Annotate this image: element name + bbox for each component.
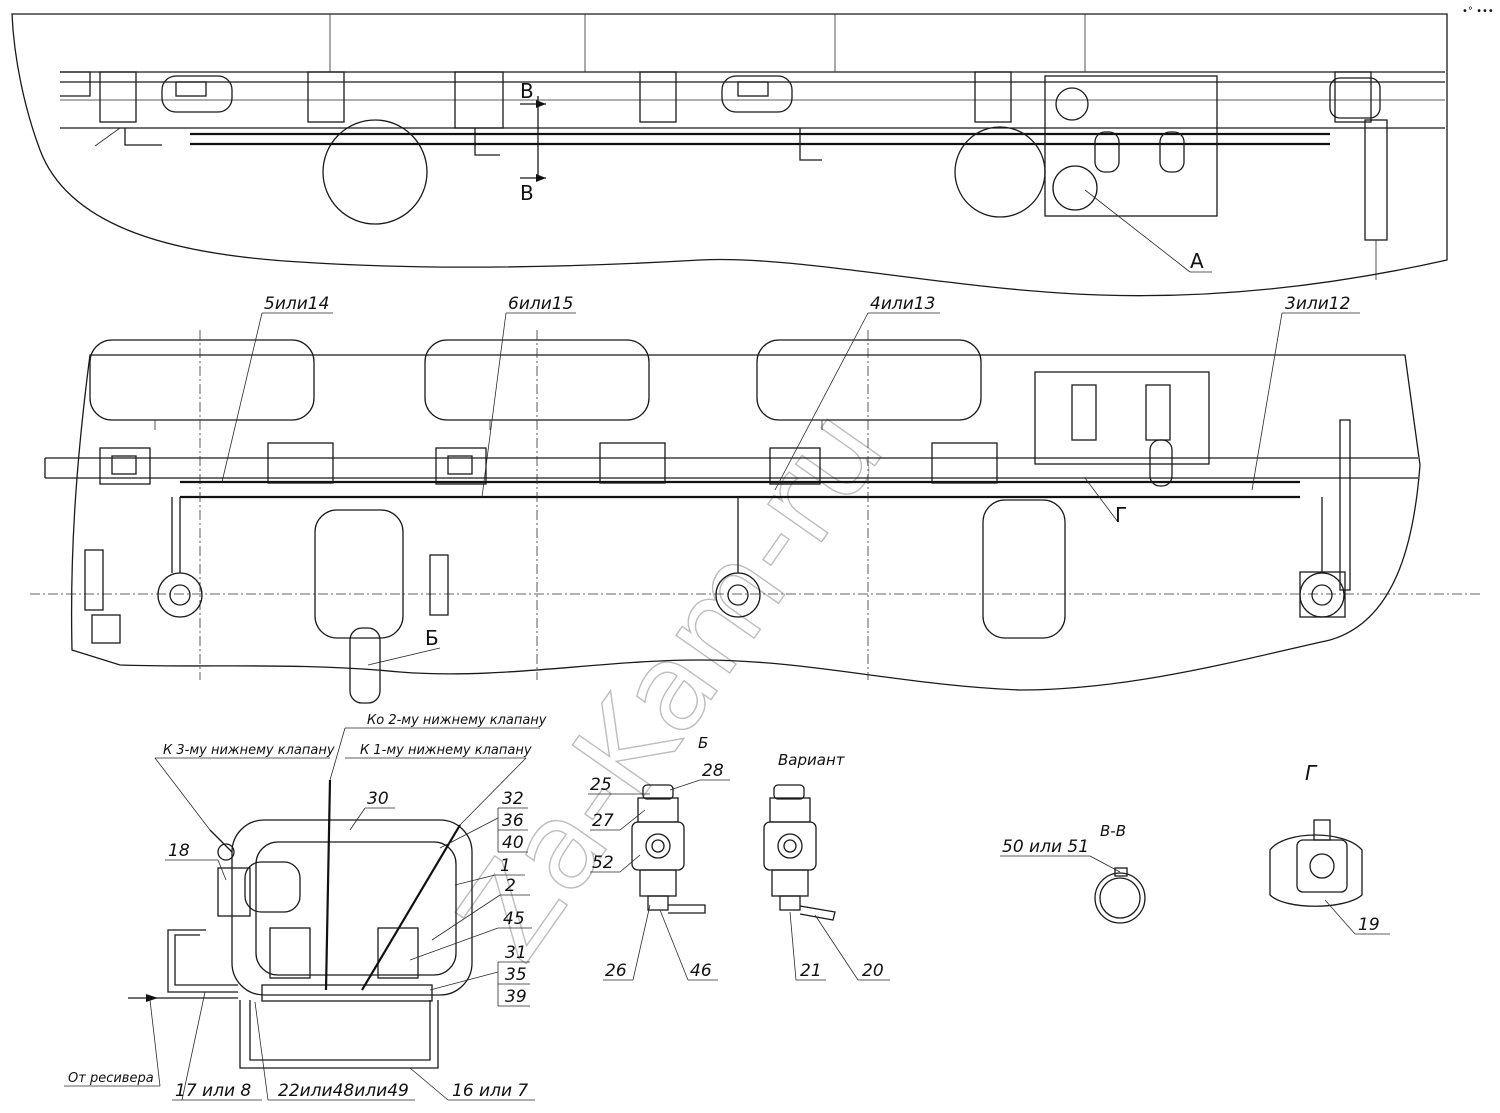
note-to-valve-3: К 3-му нижнему клапану bbox=[163, 743, 335, 758]
callout-5-14: 5или14 bbox=[264, 294, 329, 314]
detail-b-title: Б bbox=[698, 734, 708, 752]
note-to-valve-2: Ко 2-му нижнему клапану bbox=[367, 713, 547, 728]
callout-4-13: 4или13 bbox=[870, 294, 935, 314]
callout-39: 39 bbox=[505, 987, 527, 1007]
detail-b-drain-valve: Б 25 28 27 52 26 46 bbox=[588, 734, 730, 981]
callout-28: 28 bbox=[702, 761, 724, 781]
callout-32: 32 bbox=[502, 789, 524, 809]
detail-a-valve-block: К 3-му нижнему клапану Ко 2-му нижнему к… bbox=[64, 713, 547, 1101]
callout-36: 36 bbox=[502, 811, 524, 831]
section-mark-upper: В bbox=[520, 79, 534, 103]
callout-16-7: 16 или 7 bbox=[452, 1081, 528, 1101]
callout-20: 20 bbox=[862, 961, 884, 981]
callout-40: 40 bbox=[502, 833, 524, 853]
callout-19: 19 bbox=[1358, 915, 1380, 935]
callout-6-15: 6или15 bbox=[508, 294, 573, 314]
frame-plan-view: 5или14 6или15 4или13 3или12 Б Г bbox=[30, 294, 1480, 704]
callout-25: 25 bbox=[590, 775, 612, 795]
view-label-a: А bbox=[1190, 249, 1204, 273]
callout-21: 21 bbox=[800, 961, 822, 981]
callout-26: 26 bbox=[605, 961, 627, 981]
note-from-receiver: От ресивера bbox=[68, 1071, 154, 1086]
callout-50-51: 50 или 51 bbox=[1002, 837, 1089, 857]
variant-title: Вариант bbox=[778, 751, 846, 769]
detail-section-vv: В-В 50 или 51 bbox=[1000, 822, 1146, 924]
detail-g-title: Г bbox=[1305, 761, 1318, 785]
callout-27: 27 bbox=[592, 811, 614, 831]
callout-35: 35 bbox=[505, 965, 527, 985]
detail-variant: Вариант 21 20 bbox=[763, 751, 890, 981]
view-label-b: Б bbox=[425, 626, 439, 650]
callout-18: 18 bbox=[168, 841, 190, 861]
callout-17-8: 17 или 8 bbox=[175, 1081, 251, 1101]
callout-3-12: 3или12 bbox=[1285, 294, 1350, 314]
section-mark-lower: В bbox=[520, 181, 534, 205]
view-label-g: Г bbox=[1115, 503, 1127, 527]
detail-g-valve: Г 19 bbox=[1269, 761, 1390, 935]
frame-side-view: В В А bbox=[11, 13, 1448, 297]
callout-46: 46 bbox=[690, 961, 712, 981]
callout-31: 31 bbox=[505, 943, 527, 963]
callout-1: 1 bbox=[500, 856, 511, 876]
note-to-valve-1: К 1-му нижнему клапану bbox=[360, 743, 532, 758]
callout-45: 45 bbox=[503, 909, 525, 929]
callout-30: 30 bbox=[367, 789, 389, 809]
callout-22-48-49: 22или48или49 bbox=[278, 1081, 409, 1101]
callout-2: 2 bbox=[505, 876, 516, 896]
callout-52: 52 bbox=[592, 853, 614, 873]
section-vv-title: В-В bbox=[1100, 822, 1126, 840]
corner-mark: •° ••• bbox=[1462, 6, 1494, 17]
